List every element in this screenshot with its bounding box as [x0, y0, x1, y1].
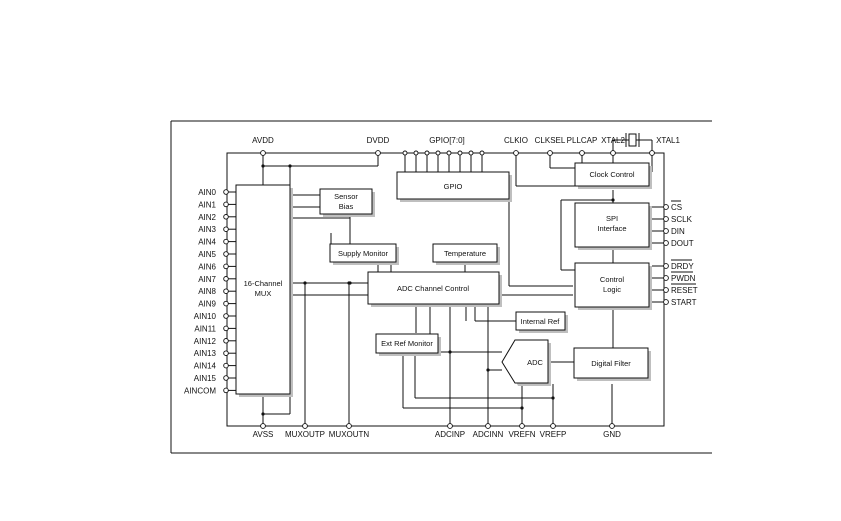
pin-ain5: AIN5 — [198, 250, 216, 259]
pin-pwdn: PWDN — [671, 274, 696, 283]
pin-dvdd: DVDD — [367, 136, 390, 145]
pin-muxoutn: MUXOUTN — [329, 430, 370, 439]
mux-label-line1: 16-Channel — [244, 279, 283, 288]
sensor-bias-block: Sensor Bias — [319, 188, 375, 217]
pin-terminal — [223, 201, 229, 208]
pin-ain1: AIN1 — [198, 200, 216, 209]
control-logic-line1: Control — [600, 275, 625, 284]
pin-reset: RESET — [671, 286, 698, 295]
pin-terminal — [223, 226, 229, 232]
analog-input-pins: AIN0AIN1AIN2AIN3AIN4AIN5AIN6AIN7AIN8AIN9… — [184, 188, 236, 395]
pin-terminal — [223, 251, 229, 257]
pin-gnd: GND — [603, 430, 621, 439]
pin-clksel: CLKSEL — [535, 136, 566, 145]
pin-ain12: AIN12 — [194, 337, 217, 346]
temperature-block: Temperature — [432, 243, 500, 265]
mux-block: 16-Channel MUX — [235, 184, 293, 397]
internal-ref-block: Internal Ref — [515, 311, 568, 333]
pin-muxoutp: MUXOUTP — [285, 430, 325, 439]
crystal-icon — [625, 133, 640, 147]
junction-dots — [261, 164, 615, 416]
spi-label-line2: Interface — [597, 224, 626, 233]
pin-ain14: AIN14 — [194, 362, 217, 371]
clock-control-label: Clock Control — [589, 170, 634, 179]
pin-adcinn: ADCINN — [473, 430, 504, 439]
pin-terminal — [223, 288, 229, 294]
pin-adcinp: ADCINP — [435, 430, 465, 439]
right-pins: CS SCLK DIN DOUT DRDY PWDN RESET START — [663, 200, 698, 307]
pin-ain0: AIN0 — [198, 188, 216, 197]
pin-terminal — [223, 214, 229, 220]
temperature-label: Temperature — [444, 249, 486, 258]
pin-ain2: AIN2 — [198, 213, 216, 222]
pin-avdd: AVDD — [252, 136, 274, 145]
pin-aincom: AINCOM — [184, 386, 216, 395]
gpio-block: GPIO — [396, 171, 512, 202]
pin-terminal — [223, 375, 229, 381]
supply-monitor-block: Supply Monitor — [329, 243, 399, 265]
adc-channel-control-block: ADC Channel Control — [367, 271, 502, 307]
pin-terminal — [223, 263, 229, 270]
pin-ain11: AIN11 — [194, 324, 216, 333]
pin-ain6: AIN6 — [198, 262, 216, 271]
mux-label-line2: MUX — [255, 289, 272, 298]
digital-filter-block: Digital Filter — [573, 347, 651, 381]
pin-ain15: AIN15 — [194, 374, 217, 383]
spi-label-line1: SPI — [606, 214, 618, 223]
ext-ref-monitor-block: Ext Ref Monitor — [375, 333, 441, 356]
internal-ref-label: Internal Ref — [521, 317, 561, 326]
pin-clkio: CLKIO — [504, 136, 528, 145]
pin-vrefp: VREFP — [540, 430, 567, 439]
pin-avss: AVSS — [253, 430, 274, 439]
clock-control-block: Clock Control — [574, 162, 652, 189]
spi-interface-block: SPI Interface — [574, 202, 652, 250]
pin-terminal — [223, 300, 229, 307]
pin-drdy: DRDY — [671, 262, 694, 271]
pin-xtal2: XTAL2 — [601, 136, 625, 145]
top-pins: AVDD DVDD GPIO[7:0] CLKIO CLKSEL PLLCAP … — [252, 136, 680, 156]
control-logic-block: Control Logic — [574, 262, 652, 310]
sensor-bias-line2: Bias — [339, 202, 354, 211]
pin-ain13: AIN13 — [194, 349, 217, 358]
pin-gpio: GPIO[7:0] — [429, 136, 465, 145]
digital-filter-label: Digital Filter — [591, 359, 631, 368]
pin-start: START — [671, 298, 697, 307]
wiring — [262, 139, 664, 426]
pin-ain7: AIN7 — [198, 275, 216, 284]
ext-ref-monitor-label: Ext Ref Monitor — [381, 339, 433, 348]
gpio-label: GPIO — [444, 182, 463, 191]
supply-monitor-label: Supply Monitor — [338, 249, 389, 258]
pin-terminal — [223, 238, 229, 245]
pin-terminal — [223, 362, 229, 369]
pin-dout: DOUT — [671, 239, 694, 248]
adc-channel-control-label: ADC Channel Control — [397, 284, 469, 293]
pin-ain9: AIN9 — [198, 300, 216, 309]
bottom-pins: AVSS MUXOUTP MUXOUTN ADCINP ADCINN VREFN… — [253, 423, 621, 439]
pin-terminal — [223, 189, 229, 195]
pin-pllcap: PLLCAP — [567, 136, 598, 145]
pin-terminal — [223, 350, 229, 356]
pin-ain3: AIN3 — [198, 225, 216, 234]
pin-ain4: AIN4 — [198, 238, 216, 247]
adc-block: ADC — [501, 339, 551, 386]
pin-vrefn: VREFN — [508, 430, 535, 439]
adc-label: ADC — [527, 358, 543, 367]
control-logic-line2: Logic — [603, 285, 621, 294]
pin-terminal — [223, 276, 229, 282]
pin-terminal — [223, 313, 229, 319]
pin-cs: CS — [671, 203, 682, 212]
pin-terminal — [223, 325, 229, 332]
pin-terminal — [223, 387, 229, 394]
pin-ain8: AIN8 — [198, 287, 216, 296]
pin-din: DIN — [671, 227, 685, 236]
pin-xtal1: XTAL1 — [656, 136, 680, 145]
pin-sclk: SCLK — [671, 215, 693, 224]
pin-ain10: AIN10 — [194, 312, 217, 321]
pin-terminal — [223, 338, 229, 344]
sensor-bias-line1: Sensor — [334, 192, 358, 201]
